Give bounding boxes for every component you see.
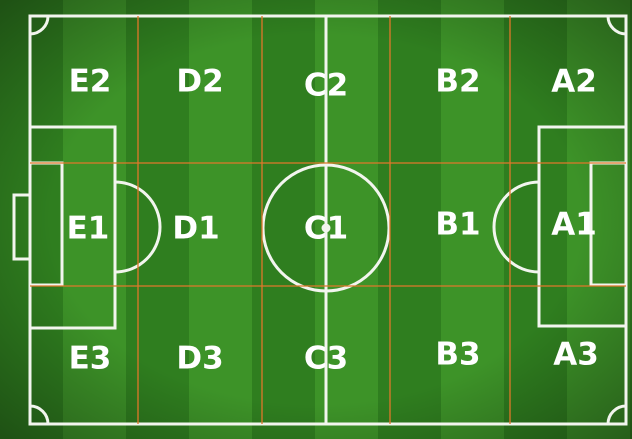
zone-label-b3: B3 xyxy=(435,337,480,373)
zone-label-e1: E1 xyxy=(67,211,110,247)
zone-label-a3: A3 xyxy=(553,337,599,373)
zone-label-d2: D2 xyxy=(176,64,223,100)
zone-label-a1: A1 xyxy=(551,207,597,243)
zone-label-b1: B1 xyxy=(435,207,480,243)
zone-label-d3: D3 xyxy=(176,341,223,377)
zone-label-d1: D1 xyxy=(172,211,219,247)
zone-label-c3: C3 xyxy=(304,341,348,377)
zone-label-c2: C2 xyxy=(304,68,348,104)
zone-label-b2: B2 xyxy=(435,64,480,100)
zone-label-a2: A2 xyxy=(551,64,597,100)
zone-label-e2: E2 xyxy=(69,64,112,100)
zone-label-c1: C1 xyxy=(304,211,348,247)
zone-label-e3: E3 xyxy=(69,341,112,377)
